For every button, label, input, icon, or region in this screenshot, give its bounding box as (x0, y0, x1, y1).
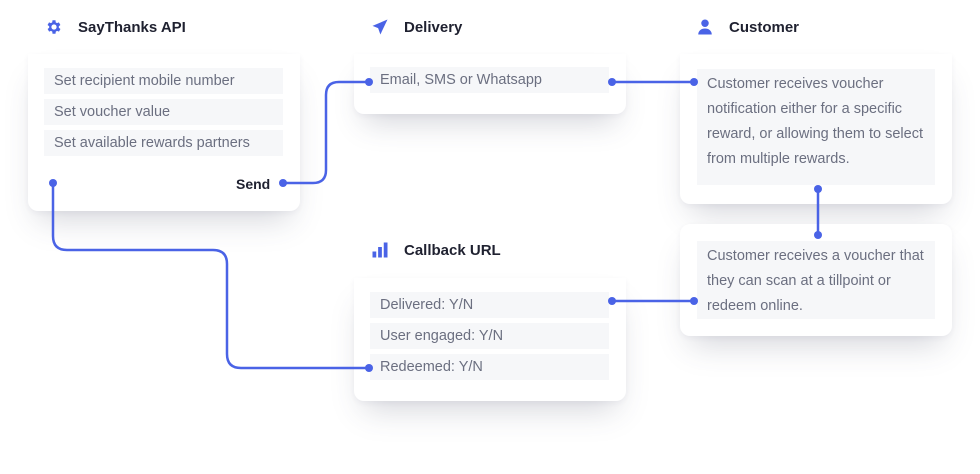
paper-plane-icon (370, 17, 390, 37)
customer-notification-text: Customer receives voucher notification e… (697, 69, 935, 185)
bar-chart-icon (370, 240, 390, 260)
callback-row-user-engaged: User engaged: Y/N (370, 323, 609, 349)
api-row-rewards-partners: Set available rewards partners (44, 130, 283, 156)
delivery-card: Email, SMS or Whatsapp (354, 54, 626, 114)
saythanks-api-title: SayThanks API (44, 16, 186, 38)
api-row-voucher-value: Set voucher value (44, 99, 283, 125)
customer-voucher-card: Customer receives a voucher that they ca… (680, 224, 952, 336)
callback-row-delivered: Delivered: Y/N (370, 292, 609, 318)
callback-url-title: Callback URL (370, 239, 501, 261)
saythanks-api-card: Set recipient mobile number Set voucher … (28, 54, 300, 211)
customer-notification-card: Customer receives voucher notification e… (680, 54, 952, 204)
delivery-row-channels: Email, SMS or Whatsapp (370, 67, 609, 93)
callback-title-text: Callback URL (404, 241, 501, 259)
customer-title: Customer (695, 16, 799, 38)
user-icon (695, 17, 715, 37)
api-title-text: SayThanks API (78, 18, 186, 36)
customer-voucher-text: Customer receives a voucher that they ca… (697, 241, 935, 319)
customer-title-text: Customer (729, 18, 800, 36)
send-button[interactable]: Send (236, 176, 271, 192)
gear-icon (44, 17, 64, 37)
delivery-title: Delivery (370, 16, 462, 38)
api-row-recipient: Set recipient mobile number (44, 68, 283, 94)
delivery-title-text: Delivery (404, 18, 463, 36)
callback-row-redeemed: Redeemed: Y/N (370, 354, 609, 380)
callback-url-card: Delivered: Y/N User engaged: Y/N Redeeme… (354, 278, 626, 401)
